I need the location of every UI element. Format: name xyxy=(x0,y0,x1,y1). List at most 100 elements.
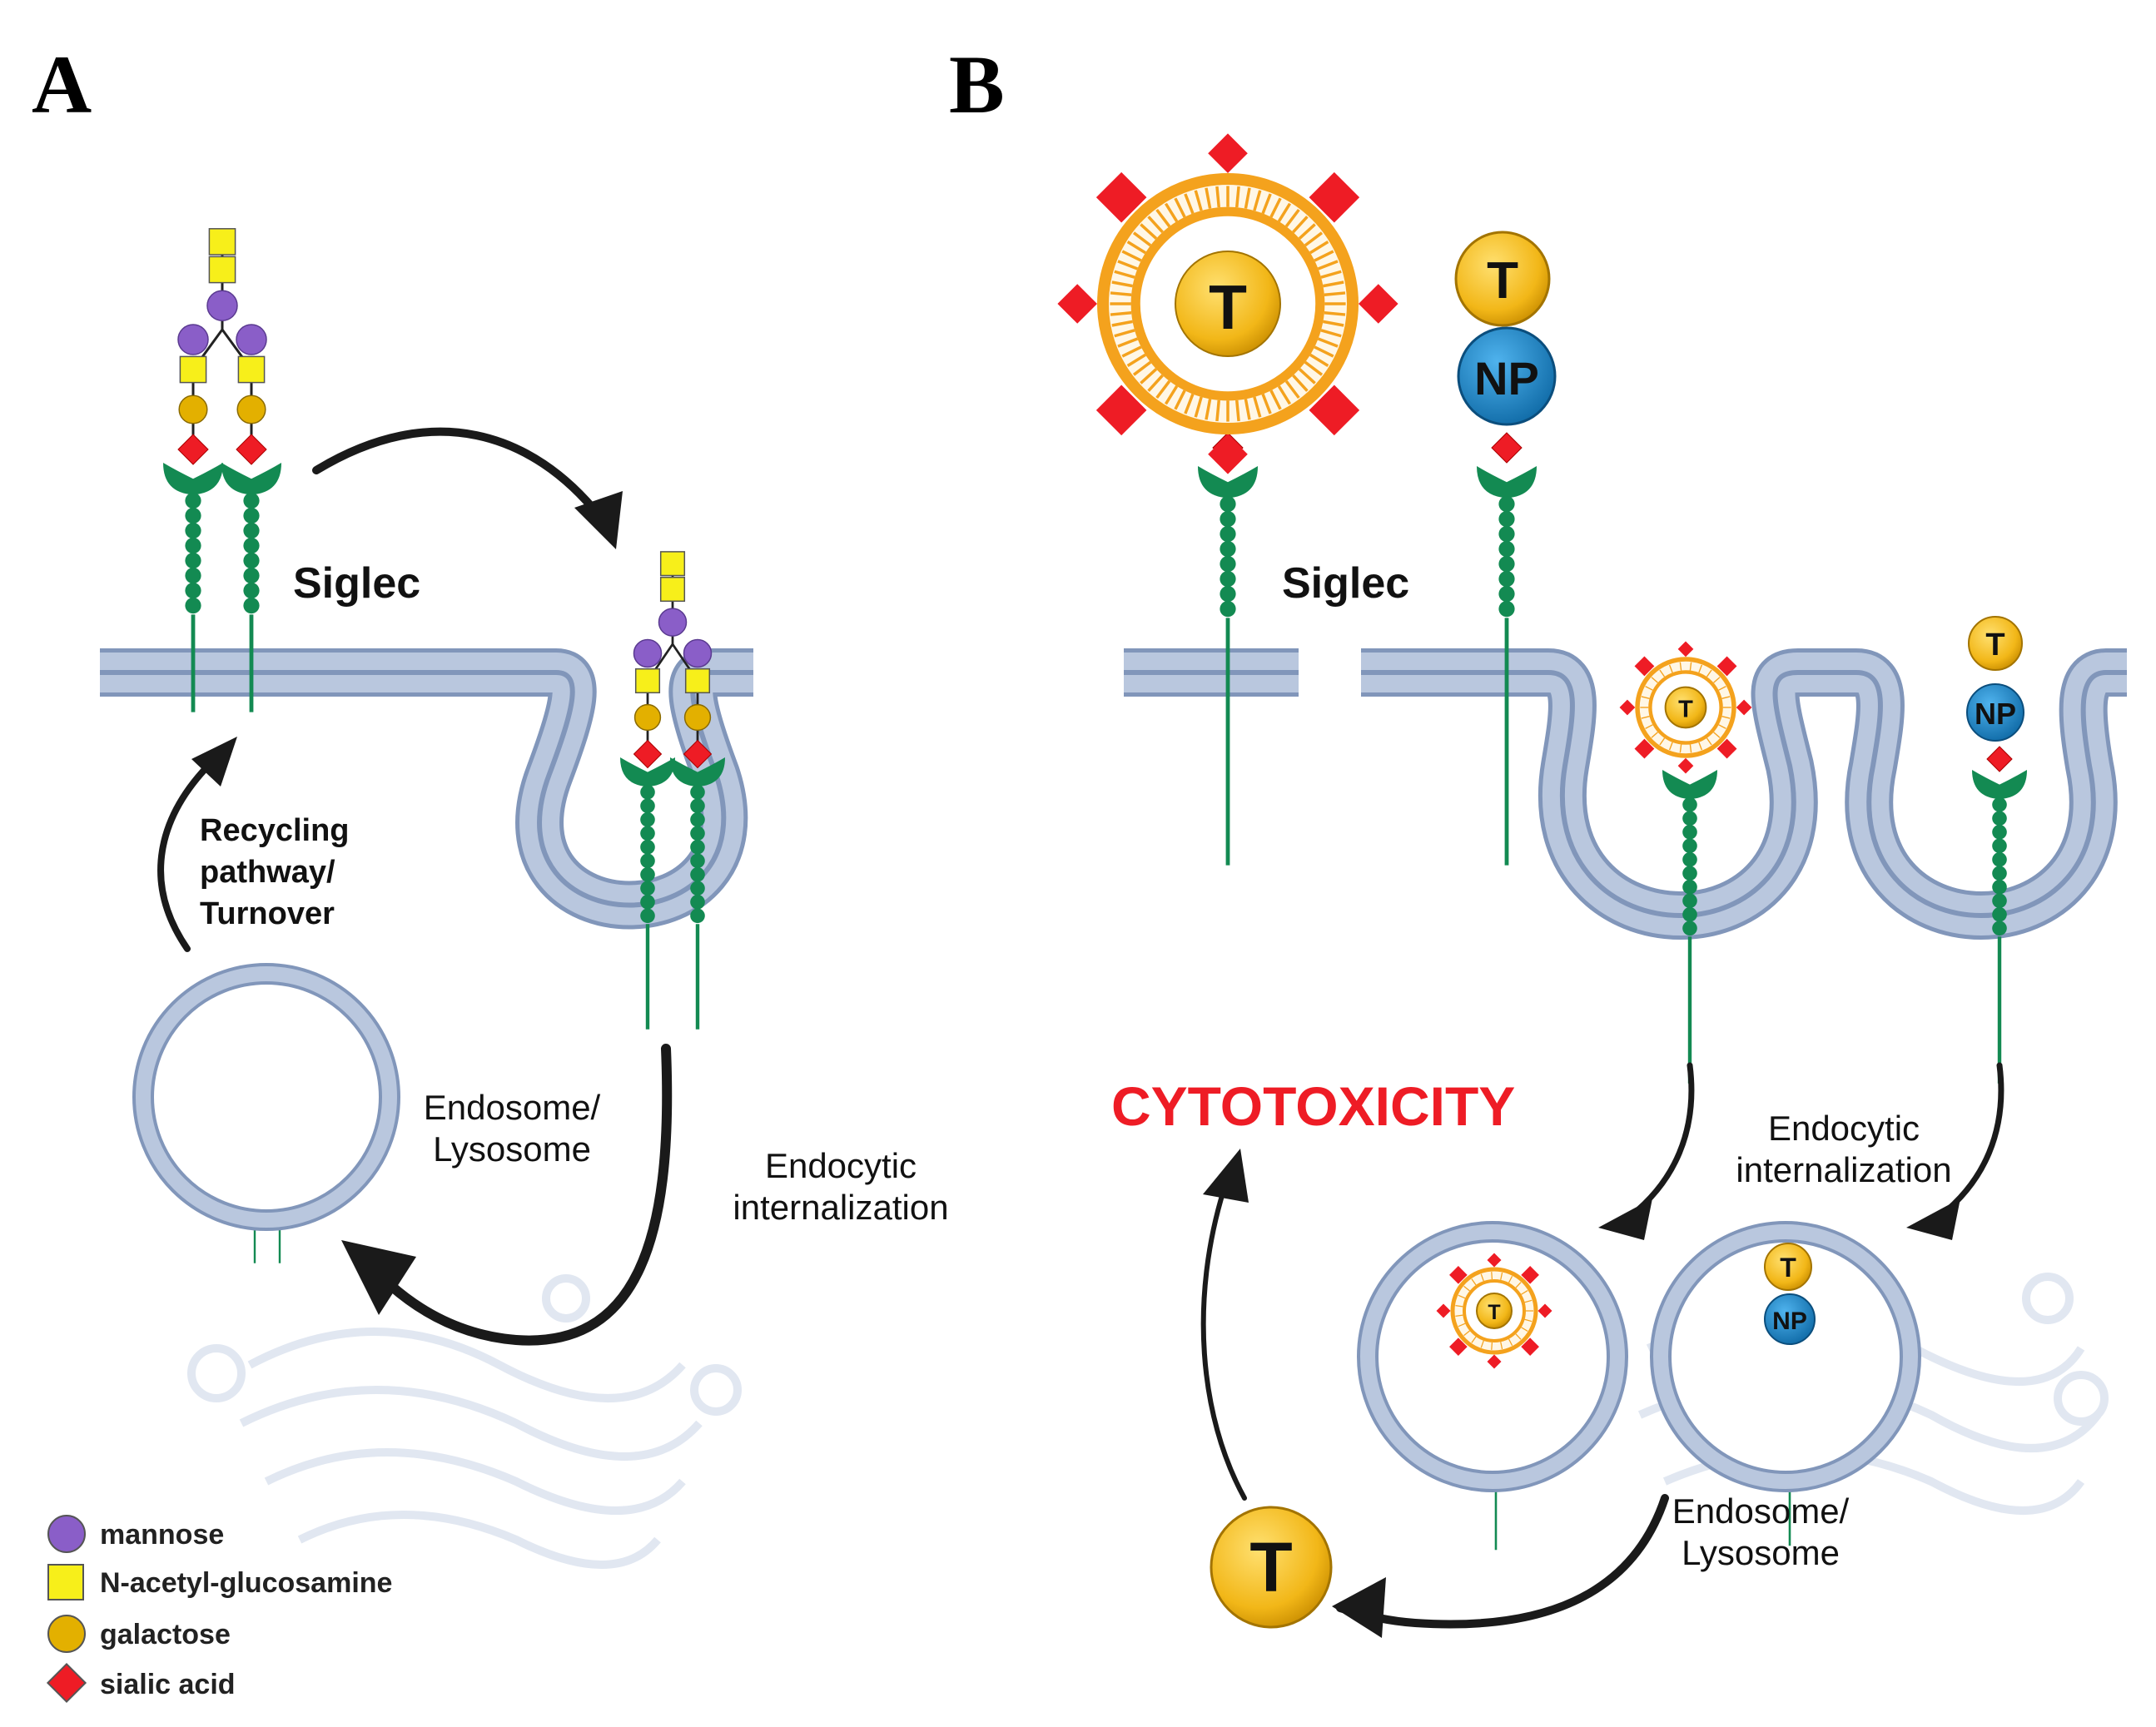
siglec-receptor xyxy=(1662,770,1717,1084)
sialic-acid xyxy=(1538,1303,1552,1318)
lipid-tail xyxy=(1463,1285,1470,1292)
lipid-tail xyxy=(1718,724,1726,730)
lipid-tail xyxy=(1641,696,1650,699)
lipid-tail xyxy=(1261,193,1272,215)
sialic-acid xyxy=(1986,746,2013,772)
siglec-bead xyxy=(1220,541,1236,558)
lipid-tail xyxy=(1480,1273,1484,1282)
lipid-tail xyxy=(1215,399,1221,422)
siglec-bead xyxy=(1682,825,1697,840)
lipid-tail xyxy=(1164,385,1179,405)
legend: mannose N-acetyl-glucosamine galactose s… xyxy=(46,1515,392,1704)
lipid-tail xyxy=(1309,240,1329,255)
lipid-tail xyxy=(1491,1272,1493,1280)
arrow-endocytic-b2 xyxy=(1938,1062,2004,1218)
lipid-tail xyxy=(1253,190,1262,211)
siglec-bead xyxy=(1498,526,1515,543)
lipid-tail xyxy=(1524,1318,1533,1323)
endosome-a-line-2: Lysosome xyxy=(433,1129,591,1169)
np-label: NP xyxy=(1975,697,2016,731)
siglec-bead xyxy=(1220,556,1236,573)
lipid-tail xyxy=(1147,374,1164,392)
liposome: T xyxy=(1057,133,1398,474)
lipid-tail xyxy=(1292,216,1309,234)
drug-label: T xyxy=(1487,252,1518,310)
lipid-tail xyxy=(1471,1278,1477,1286)
siglec-bead xyxy=(640,881,655,896)
lipid-tail xyxy=(1110,291,1132,297)
lipid-tail xyxy=(1679,744,1682,753)
drug-label: T xyxy=(1249,1528,1292,1606)
lipid-tail xyxy=(1706,737,1712,746)
siglec-bead xyxy=(1682,907,1697,922)
endosome-a-line-1: Endosome/ xyxy=(424,1088,601,1127)
siglec-bead xyxy=(1498,571,1515,588)
arrowhead-endocytic-b1 xyxy=(1598,1198,1652,1240)
lipid-tail xyxy=(1140,223,1158,240)
lipid-tail xyxy=(1698,664,1703,673)
lipid-tail xyxy=(1668,664,1673,673)
siglec-bead xyxy=(185,583,201,599)
lipid-tail xyxy=(1292,374,1309,392)
endosome-b-line-1: Endosome/ xyxy=(1672,1491,1850,1531)
lipid-tail xyxy=(1174,390,1186,410)
siglec-cup xyxy=(670,757,725,787)
arrows xyxy=(157,427,2004,1638)
lipid-tail xyxy=(1721,716,1731,719)
released-drug: T xyxy=(1210,1506,1333,1629)
sialic-acid xyxy=(1521,1337,1539,1356)
lipid-tail xyxy=(1164,202,1179,222)
siglec-receptor xyxy=(1198,466,1258,866)
sialic-acid xyxy=(1309,171,1360,223)
lipid-tail xyxy=(1721,696,1731,699)
drug-label: T xyxy=(1488,1301,1500,1324)
siglec-bead xyxy=(640,826,655,841)
siglec-bead xyxy=(243,553,260,569)
endocytic-label-b: Endocytic internalization xyxy=(1736,1109,1951,1189)
lipid-tail xyxy=(1269,390,1282,410)
n-acetyl-glucosamine xyxy=(208,256,236,284)
siglec-cup xyxy=(1972,770,2027,800)
siglec-bead xyxy=(1220,601,1236,618)
recycling-label: Recycling pathway/ Turnover xyxy=(200,813,350,931)
lipid-tail xyxy=(1641,716,1650,719)
lipid-tail xyxy=(1261,393,1272,414)
lipid-tail xyxy=(1147,216,1164,234)
siglec-bead xyxy=(1498,556,1515,573)
siglec-bead xyxy=(690,867,705,882)
lipid-tail xyxy=(1234,399,1240,422)
siglec-bead xyxy=(690,812,705,827)
legend-galactose-label: galactose xyxy=(100,1619,231,1650)
siglec-bead xyxy=(1992,893,2007,909)
siglec-bead xyxy=(690,798,705,814)
lipid-tail xyxy=(1277,385,1292,405)
lipid-tail xyxy=(1117,337,1139,348)
lipid-tail xyxy=(1309,353,1329,368)
endocytic-label-a: Endocytic internalization xyxy=(733,1146,948,1227)
siglec-bead xyxy=(690,826,705,841)
arrow-recycling xyxy=(157,758,216,952)
drug-np-conjugate-vesicle: T NP xyxy=(1764,1243,1816,1345)
siglec-bead xyxy=(243,508,260,524)
siglec-bead xyxy=(690,785,705,800)
drug-np-conjugate-pit: T NP xyxy=(1966,616,2024,742)
sialic-acid xyxy=(1309,385,1360,436)
drug-label: T xyxy=(1985,628,2004,663)
lipid-tail xyxy=(1215,186,1221,208)
encapsulated-drug xyxy=(1476,1293,1513,1329)
n-acetyl-glucosamine xyxy=(179,355,207,384)
siglec-bead xyxy=(640,895,655,910)
lipid-tail xyxy=(1471,1336,1477,1343)
lipid-tail xyxy=(1524,1299,1533,1303)
lipid-tail xyxy=(1111,320,1133,327)
encapsulated-drug xyxy=(1664,686,1707,729)
sialic-acid xyxy=(1208,133,1248,173)
lipid-tail xyxy=(1458,1294,1466,1299)
siglec-bead xyxy=(1992,825,2007,840)
sialic-acid xyxy=(177,434,209,465)
sialic-acid xyxy=(1491,432,1523,464)
drug-label: T xyxy=(1780,1253,1796,1283)
siglec-receptor xyxy=(221,463,281,712)
lipid-tail xyxy=(1713,677,1721,683)
siglec-bead xyxy=(243,493,260,509)
